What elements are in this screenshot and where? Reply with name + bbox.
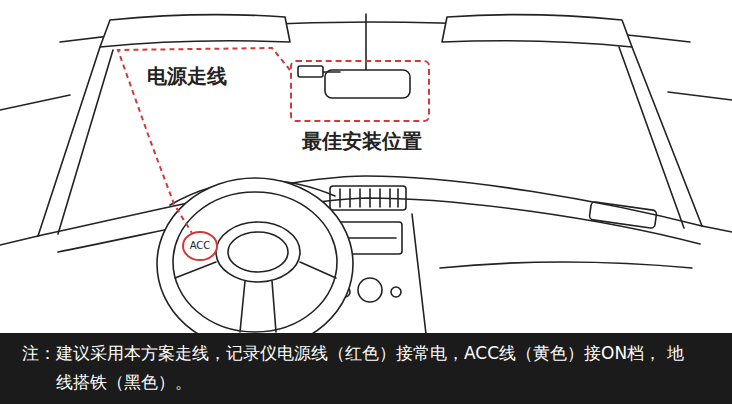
acc-label: ACC — [190, 240, 211, 252]
acc-circle: ACC — [182, 231, 218, 261]
power-wire — [118, 48, 290, 233]
wire-route-label: 电源走线 — [147, 63, 227, 90]
position-heading: 最佳安装位置 — [262, 128, 462, 155]
note-text: 注：建议采用本方案走线，记录仪电源线（红色）接常电，ACC线（黄色）接ON档， … — [0, 339, 700, 397]
install-position-box: 最佳安装位置 — [290, 60, 430, 122]
note-band: 注：建议采用本方案走线，记录仪电源线（红色）接常电，ACC线（黄色）接ON档， … — [0, 333, 732, 404]
